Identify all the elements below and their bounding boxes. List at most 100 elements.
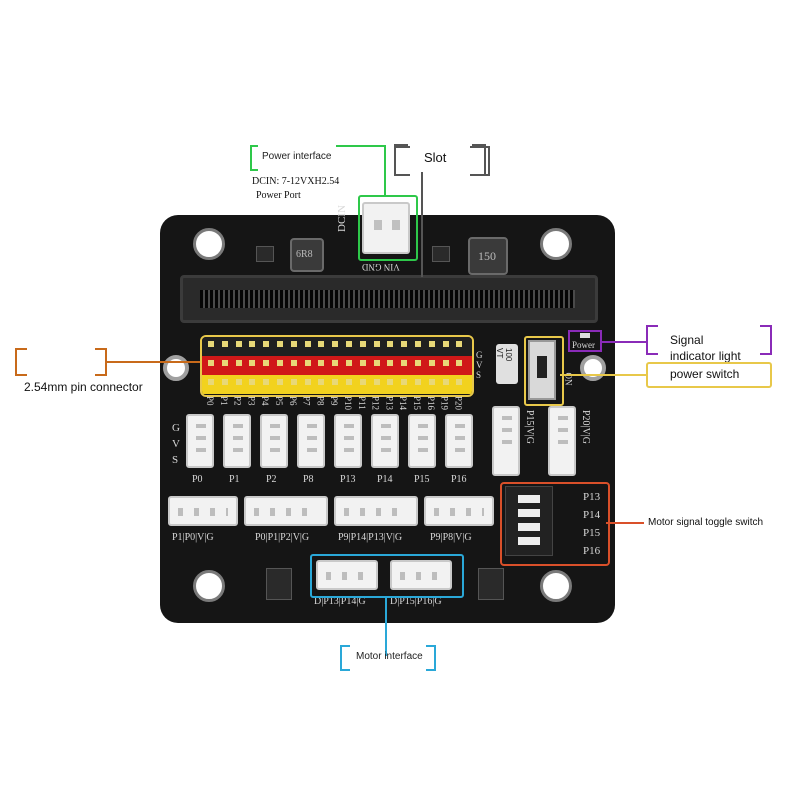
port-h-4 <box>424 496 494 526</box>
vertical-port <box>223 414 251 468</box>
header-pin <box>332 360 339 366</box>
header-pin <box>263 360 270 366</box>
power-switch-highlight <box>524 336 564 406</box>
header-pin <box>442 360 449 366</box>
power-switch-callout: power switch <box>670 367 740 381</box>
header-pin <box>456 341 463 347</box>
power-led: Power <box>568 330 602 352</box>
header-pin <box>428 341 435 347</box>
pin-connector-leader <box>107 361 200 363</box>
header-pin <box>277 379 283 385</box>
header-pin <box>221 379 228 385</box>
mounting-hole-mid-left <box>163 355 189 381</box>
power-interface-leader <box>336 145 386 197</box>
power-switch-leader <box>560 374 646 376</box>
mounting-hole-mid-right <box>580 355 606 381</box>
power-port-name: Power Port <box>256 190 301 201</box>
inductor-right-label: 150 <box>478 249 496 263</box>
header-pin <box>373 379 380 385</box>
power-port-spec: DCIN: 7-12VXH2.54 <box>252 176 340 187</box>
power-interface-callout: Power interface <box>262 151 332 162</box>
header-pin <box>387 341 394 347</box>
vertical-port <box>260 414 288 468</box>
header-pin <box>221 341 228 347</box>
header-pin <box>456 360 463 366</box>
header-pin-label: P7 <box>301 396 312 406</box>
side-gvs-top: G V S <box>476 350 483 380</box>
mounting-hole-bottom-left <box>193 570 225 602</box>
port-h-4-label: P9|P8|V|G <box>430 532 472 543</box>
header-pin <box>263 341 270 347</box>
slot-bracket-left <box>394 144 408 176</box>
vertical-port <box>186 414 214 468</box>
vertical-port-label: P1 <box>229 474 240 485</box>
header-pin <box>235 360 242 366</box>
port-h-3 <box>334 496 418 526</box>
header-pin <box>249 379 256 385</box>
header-pin <box>249 341 256 347</box>
dip-switch[interactable] <box>505 486 553 556</box>
header-pin <box>318 341 325 347</box>
header-pin <box>304 341 311 347</box>
header-pin <box>221 360 228 366</box>
signal-callout-line1: Signal <box>670 333 704 347</box>
header-pin <box>290 341 297 347</box>
capacitor: 100 VT <box>495 344 518 384</box>
port-right-2-label: P20|V|G <box>580 410 591 445</box>
header-pin <box>235 341 242 347</box>
vertical-port-label: P15 <box>414 474 430 485</box>
header-pin <box>208 360 214 366</box>
side-gvs-bottom: G V S <box>172 422 180 466</box>
header-pin <box>263 379 270 385</box>
motor-toggle-callout: Motor signal toggle switch <box>648 517 764 528</box>
vertical-port-label: P0 <box>192 474 203 485</box>
header-pin-label: P13 <box>384 396 395 411</box>
motor-port-1-label: D|P13|P14|G <box>314 596 366 607</box>
header-pin-label: P4 <box>260 396 271 406</box>
header-pin <box>359 341 366 347</box>
vertical-port-label: P13 <box>340 474 356 485</box>
chip <box>432 246 450 262</box>
motor-toggle-leader <box>606 522 644 524</box>
header-pin <box>235 379 242 385</box>
header-pin <box>415 341 421 347</box>
vin-gnd-label: VIN GND <box>362 262 400 272</box>
header-pin <box>428 379 435 385</box>
motor-interface-callout: Motor interface <box>356 651 423 662</box>
port-h-1-label: P1|P0|V|G <box>172 532 214 543</box>
power-switch[interactable] <box>528 340 556 400</box>
motor-port-2-label: D|P15|P16|G <box>390 596 442 607</box>
header-pin <box>208 379 214 385</box>
inductor-left: 6R8 <box>290 238 324 272</box>
vertical-port-label: P14 <box>377 474 393 485</box>
header-pin <box>401 379 408 385</box>
power-port-connector <box>362 202 410 254</box>
port-right-1 <box>492 406 520 476</box>
header-pin-label: P6 <box>287 396 298 406</box>
power-interface-highlight <box>358 195 418 261</box>
header-pin-label: P1 <box>218 396 229 406</box>
header-pin-label: P10 <box>343 396 353 411</box>
header-pin-label: P11 <box>356 396 367 410</box>
header-pin <box>208 341 214 347</box>
header-pin <box>359 360 366 366</box>
pin-connector-callout: 2.54mm pin connector <box>24 380 143 394</box>
header-pin <box>387 379 394 385</box>
vertical-port-label: P2 <box>266 474 277 485</box>
slot-contacts <box>200 290 575 308</box>
header-pin <box>290 360 297 366</box>
header-pin <box>290 379 297 385</box>
header-pin <box>346 360 352 366</box>
header-pin <box>249 360 256 366</box>
header-pin-label: P14 <box>398 396 409 411</box>
header-pin <box>277 341 283 347</box>
mounting-hole-top-left <box>193 228 225 260</box>
motor-interface-leader <box>385 596 387 656</box>
header-pin <box>304 360 311 366</box>
vertical-port <box>445 414 473 468</box>
signal-leader <box>602 341 646 343</box>
motor-interface-bracket <box>340 645 436 671</box>
header-pin <box>415 379 421 385</box>
capacitor-label: 100 VT <box>495 348 513 362</box>
